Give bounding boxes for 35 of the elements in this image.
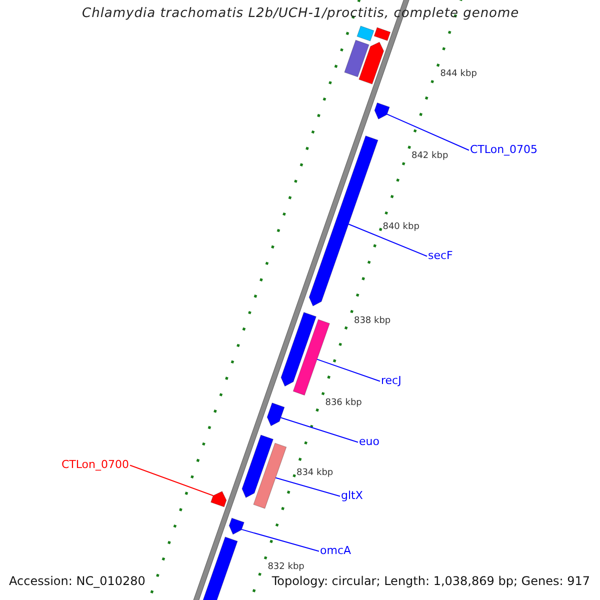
gene-label: CTLon_0700	[61, 458, 129, 472]
leader-line	[348, 224, 428, 257]
leader-line	[386, 114, 470, 151]
leader-line	[316, 358, 380, 382]
footer-text: Topology: circular; Length: 1,038,869 bp; Genes: 917	[272, 574, 590, 588]
gene-feature	[280, 312, 317, 387]
gene-feature	[374, 27, 391, 42]
gene-label: gltX	[341, 489, 363, 502]
leader-line	[241, 528, 320, 552]
gene-feature	[358, 42, 384, 84]
gene-feature	[344, 40, 370, 78]
tick-label: 836 kbp	[325, 398, 362, 409]
gene-feature	[266, 402, 285, 426]
tick-label: 838 kbp	[354, 316, 391, 326]
gene-label: CTLon_0705	[470, 143, 538, 156]
gene-feature	[308, 135, 378, 306]
tick-label: 834 kbp	[296, 468, 334, 479]
gene-feature	[292, 319, 330, 396]
tick-label: 842 kbp	[411, 151, 448, 162]
gene-feature	[374, 102, 390, 120]
leader-line	[280, 417, 358, 443]
gene-label: omcA	[320, 544, 352, 558]
footer-text: Accession: NC_010280	[9, 574, 146, 588]
gene-label: secF	[428, 249, 453, 262]
leader-line	[130, 464, 214, 496]
tick-label: 832 kbp	[268, 562, 304, 573]
gene-feature	[210, 490, 227, 508]
gene-feature	[228, 518, 244, 535]
gene-feature	[242, 434, 274, 498]
tick-label: 844 kbp	[440, 69, 477, 80]
gene-feature	[253, 442, 287, 509]
gene-label: euo	[359, 435, 380, 448]
leader-line	[275, 477, 340, 497]
tick-label: 840 kbp	[382, 222, 420, 232]
gene-label: recJ	[381, 374, 402, 388]
